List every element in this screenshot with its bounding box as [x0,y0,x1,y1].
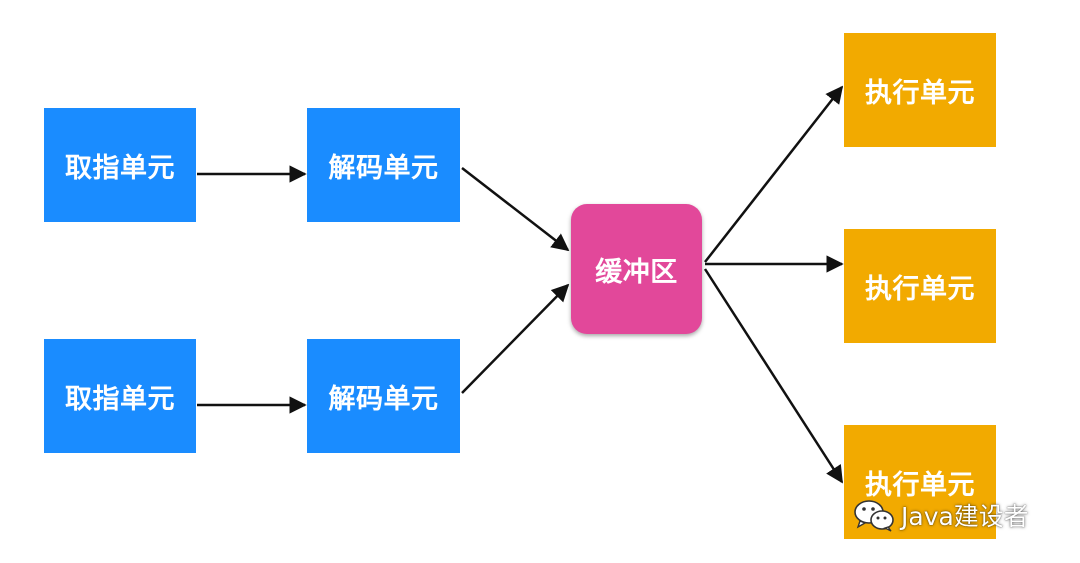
exec-unit-1: 执行单元 [844,33,996,147]
watermark: Java建设者 [853,497,1029,533]
exec-unit-1-label: 执行单元 [865,77,975,109]
decode-unit-1: 解码单元 [307,108,460,222]
decode-unit-1-label: 解码单元 [328,152,439,184]
watermark-text: Java建设者 [901,502,1029,531]
wechat-icon [854,500,894,532]
edge-decode1-buffer [461,167,570,252]
fetch-unit-2-label: 取指单元 [65,383,175,415]
fetch-unit-1-label: 取指单元 [65,152,175,184]
exec-unit-2: 执行单元 [844,229,996,343]
fetch-unit-2: 取指单元 [44,339,196,453]
edge-buffer-exec1 [704,85,844,263]
exec-unit-3-label: 执行单元 [865,469,975,501]
buffer-label: 缓冲区 [595,256,678,288]
edge-buffer-exec3 [703,268,844,484]
buffer-node: 缓冲区 [571,204,702,334]
fetch-unit-1: 取指单元 [44,108,196,222]
exec-unit-2-label: 执行单元 [865,273,975,305]
decode-unit-2: 解码单元 [307,339,460,453]
edge-decode2-buffer [461,283,570,394]
decode-unit-2-label: 解码单元 [328,383,439,415]
